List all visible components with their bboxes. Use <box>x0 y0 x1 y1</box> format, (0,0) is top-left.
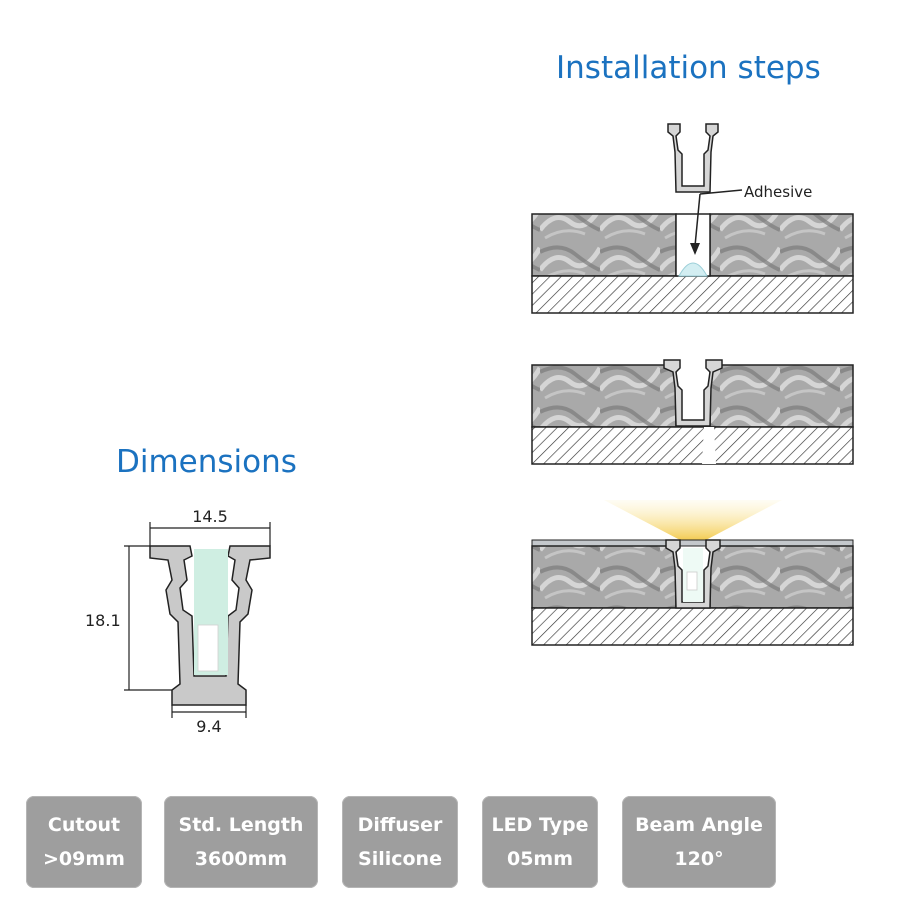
spec-label: Std. Length <box>178 814 304 836</box>
led-chip <box>197 624 219 672</box>
spec-value: >09mm <box>43 848 125 870</box>
dimension-height: 18.1 <box>85 611 121 630</box>
spec-label: Cutout <box>47 814 121 836</box>
spec-badge-diffuser: Diffuser Silicone <box>342 796 458 888</box>
light-beam <box>604 500 782 540</box>
installation-steps-title: Installation steps <box>556 50 821 86</box>
diagram-canvas: Adhesive 14.5 18.1 <box>85 123 854 736</box>
dimension-drawing: 14.5 18.1 9.4 <box>85 507 271 736</box>
led-chip <box>686 571 698 591</box>
adhesive-label: Adhesive <box>744 183 812 201</box>
spec-value: 120° <box>674 848 724 870</box>
spec-label: LED Type <box>491 814 589 836</box>
profile-icon <box>663 359 723 427</box>
spec-value: 3600mm <box>194 848 288 870</box>
spec-badge-cutout: Cutout >09mm <box>26 796 142 888</box>
spec-badge-led-type: LED Type 05mm <box>482 796 598 888</box>
install-step-3 <box>531 500 854 646</box>
profile-icon <box>665 539 721 609</box>
dimension-width-bottom: 9.4 <box>196 717 221 736</box>
spec-value: Silicone <box>358 848 442 870</box>
spec-badge-beam-angle: Beam Angle 120° <box>622 796 776 888</box>
spec-label: Diffuser <box>357 814 443 836</box>
install-step-1: Adhesive <box>531 123 854 314</box>
dimensions-title: Dimensions <box>116 444 297 480</box>
spec-badge-std-length: Std. Length 3600mm <box>164 796 318 888</box>
profile-icon <box>667 123 719 193</box>
spec-label: Beam Angle <box>635 814 763 836</box>
dimension-width-top: 14.5 <box>192 507 228 526</box>
profile-cross-section <box>149 545 271 706</box>
install-step-2 <box>531 359 854 465</box>
spec-value: 05mm <box>506 848 574 870</box>
